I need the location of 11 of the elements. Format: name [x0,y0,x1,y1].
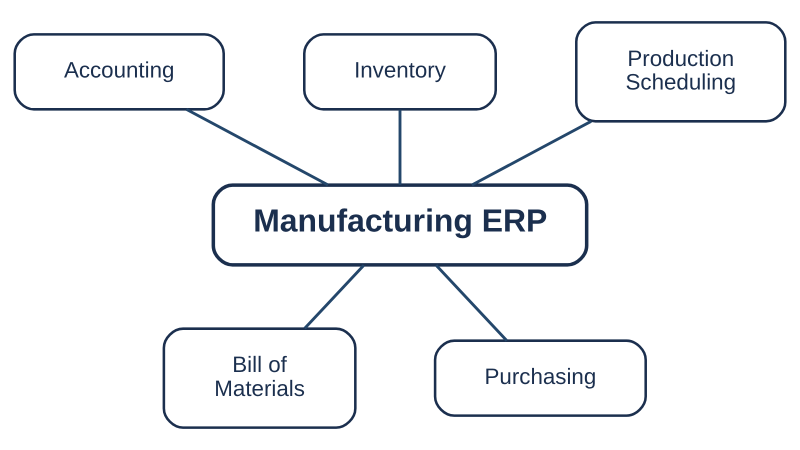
node-box: Production Scheduling [575,21,787,123]
node-box: Manufacturing ERP [212,183,588,267]
connector [186,108,329,186]
node-box: Inventory [303,33,497,111]
connector [435,264,508,342]
node-box: Accounting [13,33,225,111]
node-box: Purchasing [434,339,647,417]
connector [398,110,402,185]
node-box: Bill of Materials [162,327,357,429]
connector [471,120,592,186]
connector [304,264,365,330]
